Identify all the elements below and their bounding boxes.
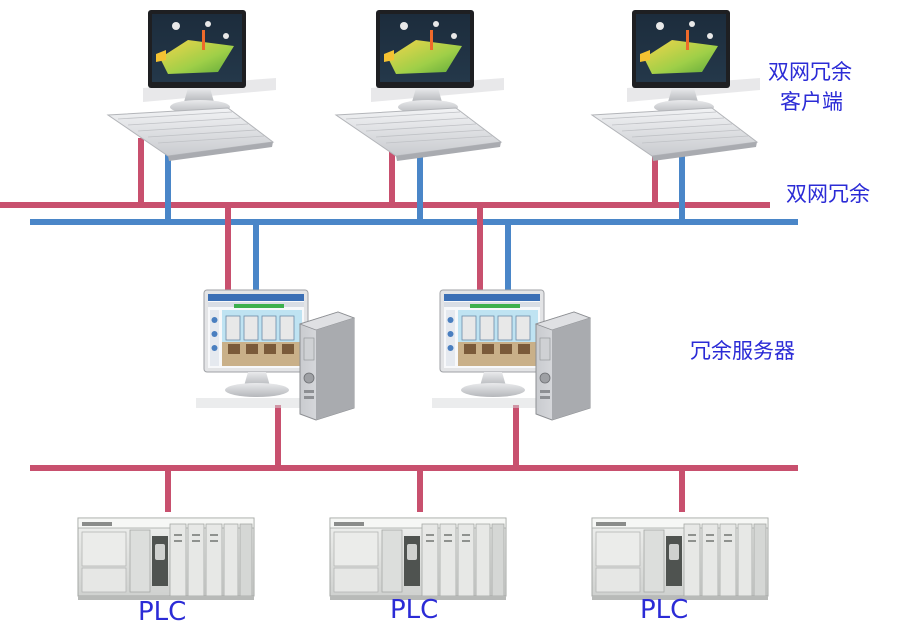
plc-label-1: PLC — [138, 597, 187, 627]
network-lines — [0, 138, 798, 512]
redundant-server-label: 冗余服务器 — [690, 339, 795, 363]
plc-label-2: PLC — [390, 595, 439, 625]
client-label-line-2: 客户端 — [780, 90, 843, 114]
client-label-line-1: 双网冗余 — [768, 60, 852, 84]
plc-controller-icon — [329, 517, 507, 601]
client-workstation-icon — [591, 9, 761, 162]
client-workstation-icon — [107, 9, 277, 162]
client-workstation-icon — [335, 9, 505, 162]
server-computer-icon — [431, 289, 591, 421]
dual-network-label: 双网冗余 — [786, 182, 870, 206]
plc-controller-icon — [77, 517, 255, 601]
plc-label-3: PLC — [640, 595, 689, 625]
plc-controller-icon — [591, 517, 769, 601]
server-computer-icon — [195, 289, 355, 421]
